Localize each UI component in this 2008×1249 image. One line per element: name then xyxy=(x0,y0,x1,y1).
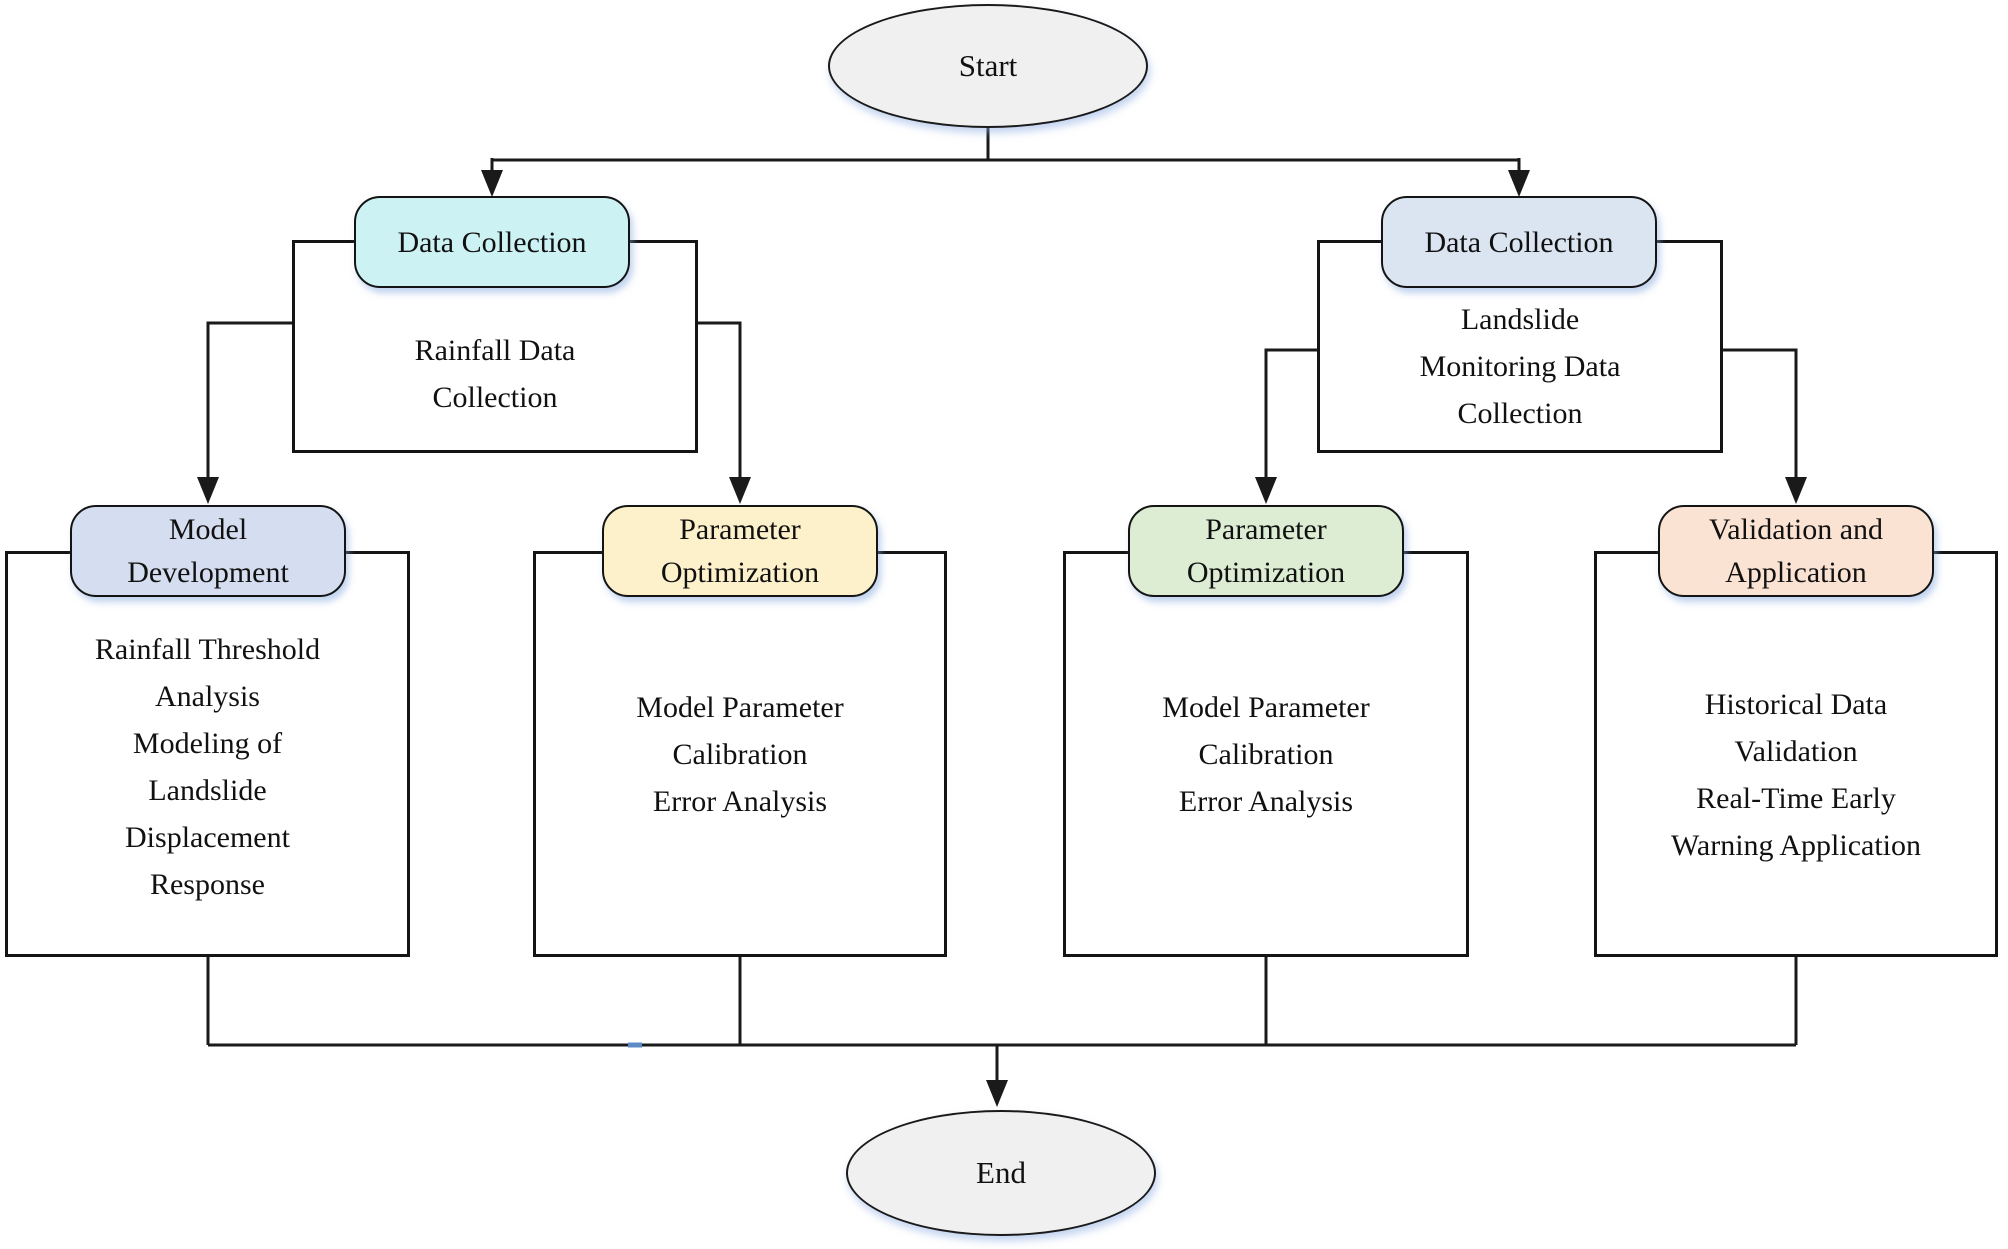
arrowhead-end xyxy=(986,1080,1008,1107)
data-collection-badge-right: Data Collection xyxy=(1381,196,1657,288)
connector-monitoring-to-validation xyxy=(1723,348,1798,481)
arrowhead-param-opt-left xyxy=(729,477,751,504)
validation-application-badge: Validation and Application xyxy=(1658,505,1934,597)
parameter-optimization-badge-right: Parameter Optimization xyxy=(1128,505,1404,597)
model-development-badge: Model Development xyxy=(70,505,346,597)
arrowhead-validation xyxy=(1785,477,1807,504)
arrowhead-top-left xyxy=(481,170,503,197)
parameter-optimization-badge-left: Parameter Optimization xyxy=(602,505,878,597)
arrowhead-model-dev xyxy=(197,477,219,504)
connector-rainfall-to-model-dev xyxy=(206,321,292,481)
start-label: Start xyxy=(958,48,1018,83)
arrowhead-top-right xyxy=(1508,170,1530,197)
start-terminator: Start xyxy=(828,4,1148,128)
end-terminator: End xyxy=(846,1110,1156,1236)
arrowhead-param-opt-right xyxy=(1255,477,1277,504)
connector-monitoring-to-param-opt xyxy=(1264,348,1317,481)
data-collection-badge-left: Data Collection xyxy=(354,196,630,288)
end-label: End xyxy=(976,1155,1026,1190)
parameter-optimization-right-box: Model Parameter Calibration Error Analys… xyxy=(1063,551,1469,957)
model-development-box: Rainfall Threshold Analysis Modeling of … xyxy=(5,551,410,957)
validation-application-box: Historical Data Validation Real-Time Ear… xyxy=(1594,551,1998,957)
parameter-optimization-left-box: Model Parameter Calibration Error Analys… xyxy=(533,551,947,957)
connector-rainfall-to-param-opt xyxy=(698,321,742,481)
